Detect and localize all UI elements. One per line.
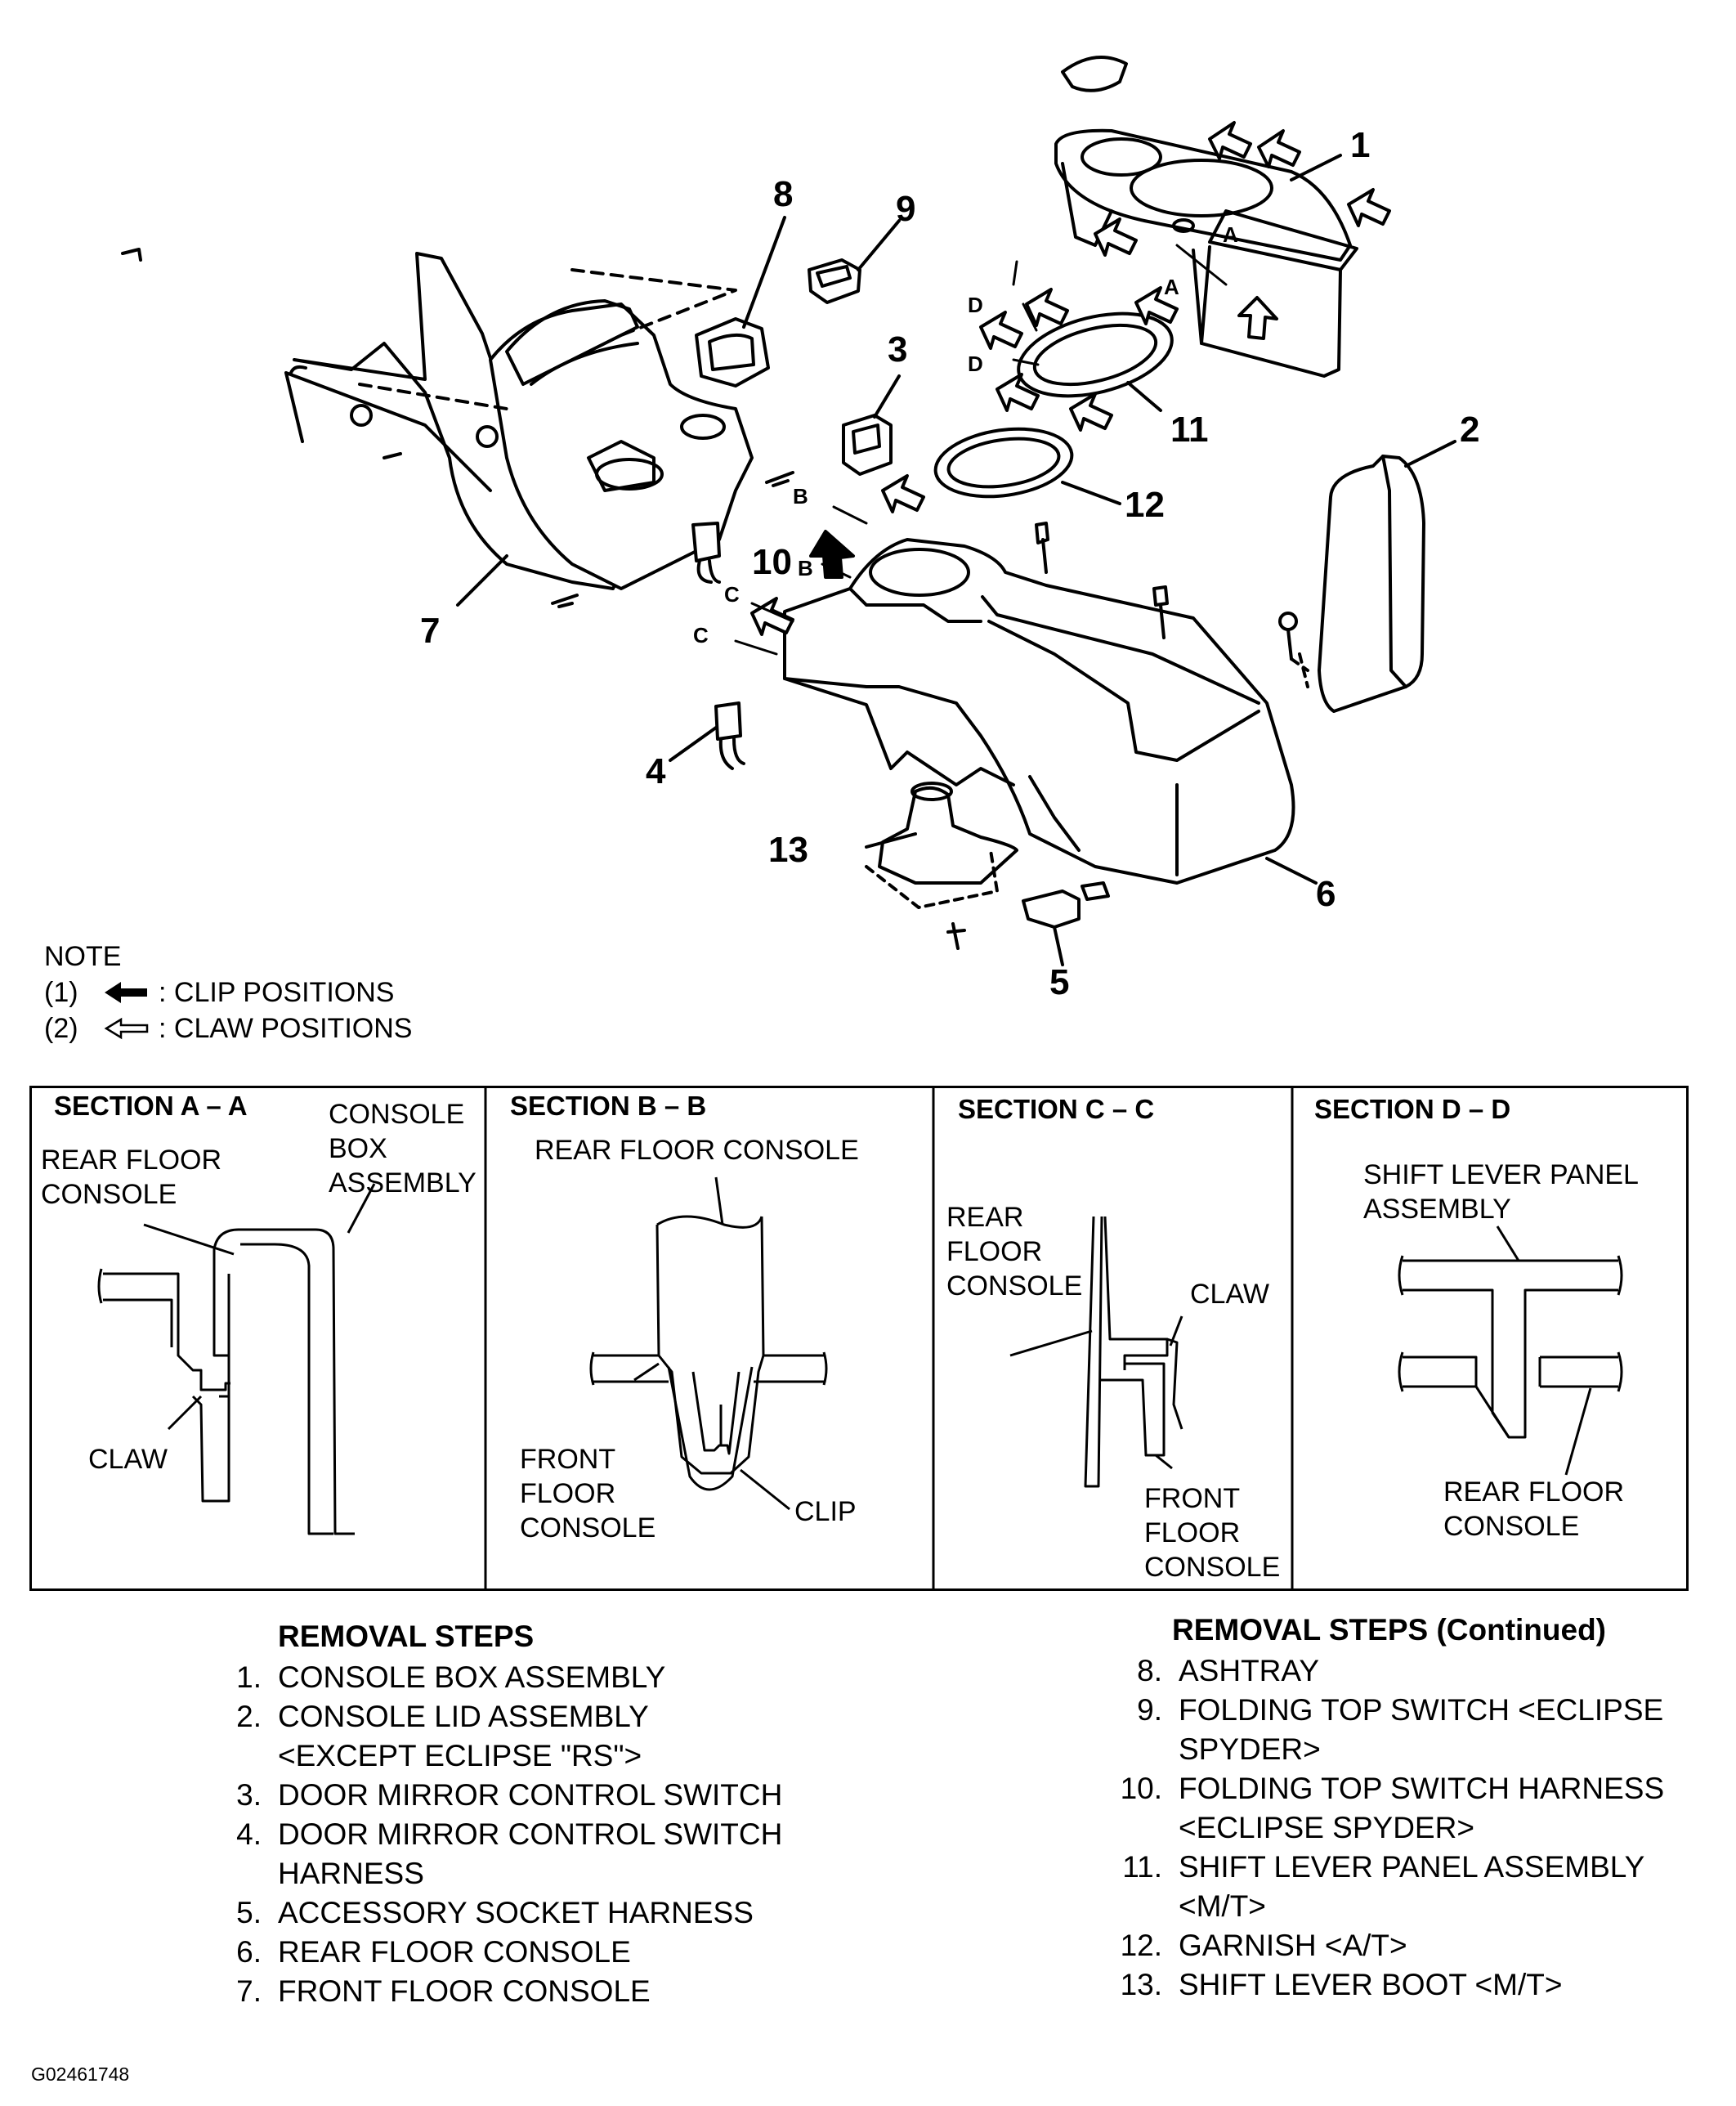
door-mirror-control-switch-harness	[714, 701, 745, 770]
note-number: (2)	[44, 1013, 78, 1044]
section-a-a: SECTION A – A CONSOLE BOX ASSEMBLY REAR …	[41, 1091, 477, 1535]
removal-step: 13.SHIFT LEVER BOOT <M/T>	[1120, 1968, 1563, 2001]
rear-floor-console	[783, 538, 1295, 885]
exploded-view-diagram: 1 2 3 4 5 6 7 8 9 10 11 12 13 A A D D B …	[121, 56, 1479, 1002]
section-b-b: SECTION B – B REAR FLOOR CONSOLE FRONT F…	[510, 1091, 859, 1544]
label-claw: CLAW	[1190, 1279, 1269, 1310]
folding-top-switch-harness	[691, 522, 721, 584]
label-rear-floor-console: REAR FLOOR CONSOLE	[946, 1202, 1082, 1302]
section-c-c: SECTION C – C REAR FLOOR CONSOLE CLAW FR…	[946, 1094, 1280, 1583]
section-title: SECTION B – B	[510, 1091, 706, 1121]
shift-lever-panel-assembly	[1017, 311, 1174, 398]
callout-10: 10	[752, 542, 792, 582]
note-item-clip: (1) : CLIP POSITIONS	[44, 975, 412, 1010]
console-lid-assembly	[1278, 455, 1425, 713]
removal-step: 2.CONSOLE LID ASSEMBLY	[236, 1700, 649, 1733]
solid-arrow-icon	[105, 982, 147, 1003]
garnish	[933, 427, 1074, 499]
removal-step-continuation: <EXCEPT ECLIPSE "RS">	[278, 1739, 642, 1772]
accessory-socket-harness	[1022, 881, 1110, 929]
label-rear-floor-console: REAR FLOOR CONSOLE	[535, 1135, 859, 1166]
screws	[121, 248, 1169, 950]
removal-step: 7.FRONT FLOOR CONSOLE	[236, 1974, 651, 2008]
section-marker-arrows	[734, 244, 1228, 656]
removal-step: 12.GARNISH <A/T>	[1120, 1929, 1407, 1962]
label-clip: CLIP	[794, 1496, 857, 1527]
label-front-floor-console: FRONT FLOOR CONSOLE	[1144, 1483, 1280, 1583]
section-title: SECTION C – C	[958, 1094, 1154, 1124]
door-mirror-control-switch	[842, 414, 893, 476]
label-rear-floor-console: REAR FLOOR CONSOLE	[1443, 1476, 1632, 1542]
callout-3: 3	[888, 329, 907, 370]
removal-step: 10.FOLDING TOP SWITCH HARNESS	[1120, 1772, 1665, 1805]
callout-8: 8	[773, 174, 793, 214]
front-floor-console	[284, 252, 754, 590]
note-text: : CLAW POSITIONS	[159, 1013, 413, 1044]
note-text: : CLIP POSITIONS	[159, 977, 395, 1008]
section-marker-a: A	[1223, 222, 1238, 247]
removal-step-continuation: <ECLIPSE SPYDER>	[1179, 1811, 1474, 1844]
claw-position-arrows	[750, 121, 1391, 636]
clip-position-arrow	[809, 530, 855, 579]
removal-step: 9.FOLDING TOP SWITCH <ECLIPSE	[1137, 1693, 1664, 1727]
outline-arrow-icon	[104, 1017, 149, 1040]
removal-step: 6.REAR FLOOR CONSOLE	[236, 1935, 631, 1969]
removal-steps-title: REMOVAL STEPS	[278, 1620, 535, 1653]
section-marker-d: D	[968, 352, 983, 376]
removal-step-continuation: <M/T>	[1179, 1889, 1266, 1923]
section-d-d: SECTION D – D SHIFT LEVER PANEL ASSEMBLY…	[1314, 1094, 1645, 1542]
removal-step: 4.DOOR MIRROR CONTROL SWITCH	[236, 1817, 783, 1851]
removal-step: 8.ASHTRAY	[1137, 1654, 1320, 1687]
callout-11: 11	[1170, 410, 1209, 450]
note: NOTE (1) : CLIP POSITIONS (2) : CLAW POS…	[44, 939, 412, 1046]
label-shift-lever-panel-assembly: SHIFT LEVER PANEL ASSEMBLY	[1363, 1159, 1645, 1225]
label-claw: CLAW	[88, 1444, 168, 1475]
removal-steps: REMOVAL STEPS 1.CONSOLE BOX ASSEMBLY 2.C…	[211, 1617, 782, 2011]
removal-step: 1.CONSOLE BOX ASSEMBLY	[236, 1660, 666, 1694]
callout-12: 12	[1125, 485, 1165, 525]
callout-2: 2	[1460, 410, 1479, 450]
note-number: (1)	[44, 977, 78, 1008]
removal-step: 3.DOOR MIRROR CONTROL SWITCH	[236, 1778, 783, 1812]
callout-7: 7	[420, 611, 440, 651]
ashtray	[695, 317, 770, 388]
removal-step: 5.ACCESSORY SOCKET HARNESS	[236, 1896, 754, 1929]
section-marker-b: B	[793, 484, 808, 509]
callout-6: 6	[1316, 874, 1336, 914]
callout-4: 4	[646, 751, 666, 791]
callout-1: 1	[1350, 125, 1370, 165]
removal-step-continuation: HARNESS	[278, 1857, 424, 1890]
section-marker-c: C	[724, 582, 740, 607]
removal-step-continuation: SPYDER>	[1179, 1732, 1321, 1766]
console-box-assembly	[1054, 56, 1358, 378]
callout-5: 5	[1049, 962, 1069, 1002]
note-title: NOTE	[44, 941, 122, 972]
figure-id: G02461748	[31, 2063, 130, 2085]
section-marker-c: C	[693, 623, 709, 647]
label-front-floor-console: FRONT FLOOR CONSOLE	[520, 1444, 655, 1544]
section-marker-d: D	[968, 293, 983, 317]
leader-lines	[456, 154, 1456, 966]
removal-step: 11.SHIFT LEVER PANEL ASSEMBLY	[1122, 1850, 1645, 1884]
note-item-claw: (2) : CLAW POSITIONS	[44, 1010, 412, 1046]
shift-lever-boot	[865, 782, 1018, 909]
section-title: SECTION A – A	[54, 1091, 248, 1121]
removal-steps-continued: REMOVAL STEPS (Continued) 8.ASHTRAY 9.FO…	[1112, 1611, 1733, 2005]
callout-13: 13	[768, 830, 808, 870]
section-title: SECTION D – D	[1314, 1094, 1510, 1124]
section-marker-b: B	[798, 556, 813, 580]
folding-top-switch	[808, 258, 861, 304]
section-marker-a: A	[1164, 275, 1179, 299]
removal-steps-continued-title: REMOVAL STEPS (Continued)	[1172, 1613, 1607, 1647]
callout-9: 9	[896, 189, 915, 229]
label-rear-floor-console: REAR FLOOR CONSOLE	[41, 1145, 230, 1210]
section-views: SECTION A – A CONSOLE BOX ASSEMBLY REAR …	[29, 1086, 1689, 1591]
label-console-box-assembly: CONSOLE BOX ASSEMBLY	[329, 1099, 477, 1199]
